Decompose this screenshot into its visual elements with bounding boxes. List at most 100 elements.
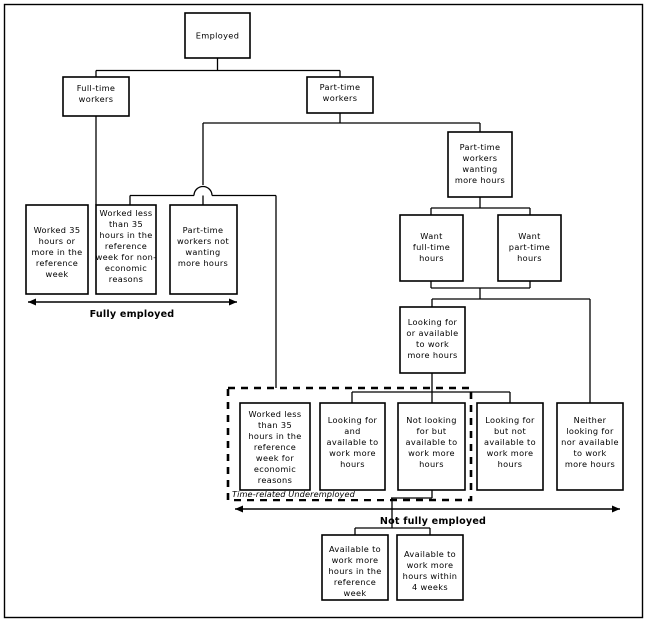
node-worked-less-noneco-line-6: reasons <box>109 274 143 284</box>
node-want-full-time-line-1: full-time <box>413 242 450 252</box>
node-looking-and-avail-line-3: work more <box>329 448 376 458</box>
node-pt-wanting-more-line-1: workers <box>463 153 498 163</box>
node-want-part-time-box <box>497 214 562 282</box>
node-pt-not-wanting-line-3: more hours <box>178 258 228 268</box>
node-worked-35-plus-line-0: Worked 35 <box>34 225 81 235</box>
fully-employed-arrow-head-right <box>229 298 237 306</box>
group-label-text: Time-related Underemployed <box>232 489 356 499</box>
fully-employed-label: Fully employed <box>90 309 175 320</box>
node-pt-not-wanting-line-0: Part-time <box>183 225 224 235</box>
span-not-fully-employed: Not fully employed <box>235 505 620 527</box>
node-worked-less-eco-line-0: Worked less <box>249 409 302 419</box>
node-looking-or-available-line-1: or available <box>406 328 458 338</box>
node-worked-less-eco-box <box>239 402 311 491</box>
node-looking-notavail-line-2: available to <box>484 437 536 447</box>
node-want-full-time-box <box>399 214 464 282</box>
node-worked-less-noneco-line-5: economic <box>105 263 147 273</box>
node-worked-less-eco-line-3: reference <box>254 442 296 452</box>
node-looking-or-available-line-0: Looking for <box>408 317 458 327</box>
node-avail-4-weeks-line-3: 4 weeks <box>412 582 448 592</box>
node-looking-and-avail[interactable]: Looking for and available to work more h… <box>319 402 386 491</box>
node-looking-and-avail-line-0: Looking for <box>328 415 378 425</box>
node-worked-35-plus-line-4: week <box>46 269 69 279</box>
node-looking-notavail-line-0: Looking for <box>485 415 535 425</box>
node-full-time-workers-box <box>62 76 130 117</box>
node-part-time-workers[interactable]: Part-time workers <box>306 76 374 114</box>
node-avail-ref-week[interactable]: Available to work more hours in the refe… <box>321 534 389 601</box>
node-employed-line-0: Employed <box>196 31 240 41</box>
node-want-part-time[interactable]: Want part-time hours <box>497 214 562 282</box>
node-avail-4-weeks[interactable]: Available to work more hours within 4 we… <box>396 534 464 601</box>
node-pt-wanting-more-line-3: more hours <box>455 175 505 185</box>
node-looking-notavail[interactable]: Looking for but not available to work mo… <box>476 402 544 491</box>
node-worked-35-plus-line-1: hours or <box>39 236 76 246</box>
time-related-underemployed-group <box>226 386 473 502</box>
node-looking-and-avail-box <box>319 402 386 491</box>
node-notlooking-avail-line-1: for but <box>417 426 447 436</box>
node-pt-not-wanting[interactable]: Part-time workers not wanting more hours <box>169 204 238 295</box>
node-worked-35-plus[interactable]: Worked 35 hours or more in the reference… <box>25 204 89 295</box>
node-worked-less-eco-line-1: than 35 <box>258 420 292 430</box>
connector-hop-arc <box>193 185 213 196</box>
node-worked-less-eco-line-4: week for <box>256 453 294 463</box>
node-looking-or-available-box <box>399 306 466 374</box>
node-pt-not-wanting-line-2: wanting <box>185 247 220 257</box>
node-avail-ref-week-line-3: reference <box>334 577 376 587</box>
node-notlooking-avail-line-2: available to <box>406 437 458 447</box>
node-looking-and-avail-line-1: and <box>344 426 360 436</box>
node-looking-or-available-line-3: more hours <box>407 350 457 360</box>
node-part-time-workers-box <box>306 76 374 114</box>
node-neither[interactable]: Neither looking for nor available to wor… <box>556 402 624 491</box>
node-worked-less-noneco[interactable]: Worked less than 35 hours in the referen… <box>95 204 157 295</box>
node-worked-less-noneco-line-0: Worked less <box>100 208 153 218</box>
node-want-part-time-line-0: Want <box>518 231 541 241</box>
node-worked-less-noneco-line-4: week for non- <box>96 252 157 262</box>
node-pt-wanting-more[interactable]: Part-time workers wanting more hours <box>447 131 513 198</box>
node-worked-less-eco-line-6: reasons <box>258 475 292 485</box>
not-fully-employed-arrow-head-right <box>612 505 620 513</box>
node-neither-box <box>556 402 624 491</box>
node-part-time-workers-line-1: workers <box>323 93 358 103</box>
node-notlooking-avail-line-4: hours <box>419 459 444 469</box>
node-part-time-workers-line-0: Part-time <box>320 82 361 92</box>
node-pt-wanting-more-line-2: wanting <box>462 164 497 174</box>
node-looking-notavail-box <box>476 402 544 491</box>
node-looking-notavail-line-4: hours <box>498 459 523 469</box>
node-want-full-time[interactable]: Want full-time hours <box>399 214 464 282</box>
node-avail-4-weeks-box <box>396 534 464 601</box>
node-avail-4-weeks-line-1: work more <box>407 560 454 570</box>
node-neither-line-1: looking for <box>566 426 614 436</box>
node-avail-ref-week-line-0: Available to <box>329 544 381 554</box>
node-looking-or-available-line-2: to work <box>416 339 449 349</box>
node-worked-less-noneco-line-3: reference <box>105 241 147 251</box>
node-worked-less-eco-line-2: hours in the <box>248 431 301 441</box>
node-avail-ref-week-box <box>321 534 389 601</box>
node-avail-ref-week-line-2: hours in the <box>328 566 381 576</box>
node-worked-35-plus-box <box>25 204 89 295</box>
node-notlooking-avail-line-0: Not looking <box>406 415 457 425</box>
node-looking-or-available[interactable]: Looking for or available to work more ho… <box>399 306 466 374</box>
node-neither-line-3: to work <box>573 448 606 458</box>
node-avail-4-weeks-line-0: Available to <box>404 549 456 559</box>
node-full-time-workers-line-1: workers <box>79 94 114 104</box>
node-pt-not-wanting-box <box>169 204 238 295</box>
node-pt-wanting-more-line-0: Part-time <box>460 142 501 152</box>
node-neither-line-2: nor available <box>561 437 619 447</box>
node-want-full-time-line-2: hours <box>419 253 444 263</box>
span-fully-employed: Fully employed <box>28 298 237 320</box>
node-worked-less-eco[interactable]: Worked less than 35 hours in the referen… <box>239 402 311 491</box>
node-worked-35-plus-line-3: reference <box>36 258 78 268</box>
node-employed[interactable]: Employed <box>184 12 251 59</box>
node-pt-not-wanting-line-1: workers not <box>177 236 229 246</box>
node-worked-35-plus-line-2: more in the <box>31 247 82 257</box>
node-full-time-workers[interactable]: Full-time workers <box>62 76 130 117</box>
node-worked-less-noneco-box <box>95 204 157 295</box>
node-neither-line-4: more hours <box>565 459 615 469</box>
node-notlooking-avail-box <box>397 402 466 491</box>
node-want-full-time-line-0: Want <box>420 231 443 241</box>
node-notlooking-avail-line-3: work more <box>408 448 455 458</box>
node-pt-wanting-more-box <box>447 131 513 198</box>
connector-layer <box>95 58 591 535</box>
node-notlooking-avail[interactable]: Not looking for but available to work mo… <box>397 402 466 491</box>
